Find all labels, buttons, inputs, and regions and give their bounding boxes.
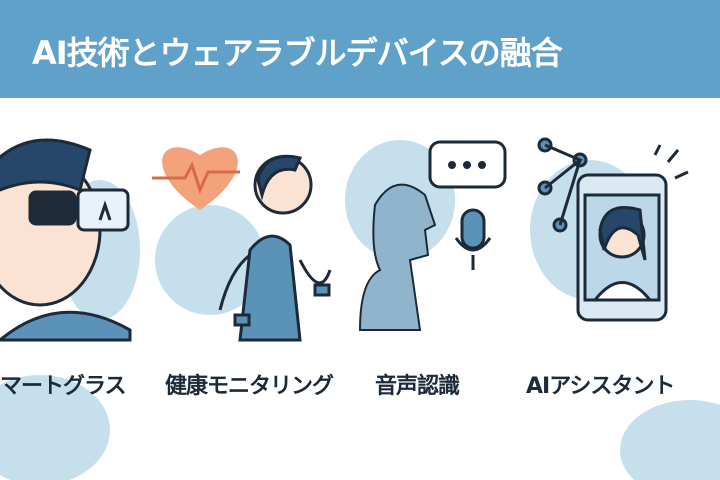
page-title: AI技術とウェアラブルデバイスの融合: [32, 34, 563, 72]
runner-illustration: [218, 154, 332, 342]
heart-rate-icon: [162, 147, 238, 210]
bg-blob: [620, 400, 720, 480]
voice-illustration: [358, 140, 507, 331]
illustration: [0, 137, 720, 480]
bg-blob: [0, 375, 110, 480]
smart-glasses-icon: [0, 138, 132, 342]
smartphone-assistant-icon: [537, 137, 689, 322]
feature-label-smart-glasses: マートグラス: [0, 374, 127, 399]
microphone-icon: [460, 208, 486, 250]
feature-label-voice-recognition: 音声認識: [375, 374, 460, 399]
feature-label-health-monitoring: 健康モニタリング: [165, 374, 334, 399]
feature-label-ai-assistant: AIアシスタント: [526, 374, 675, 399]
header-banner: AI技術とウェアラブルデバイスの融合: [0, 0, 720, 98]
bg-blob: [155, 205, 265, 315]
